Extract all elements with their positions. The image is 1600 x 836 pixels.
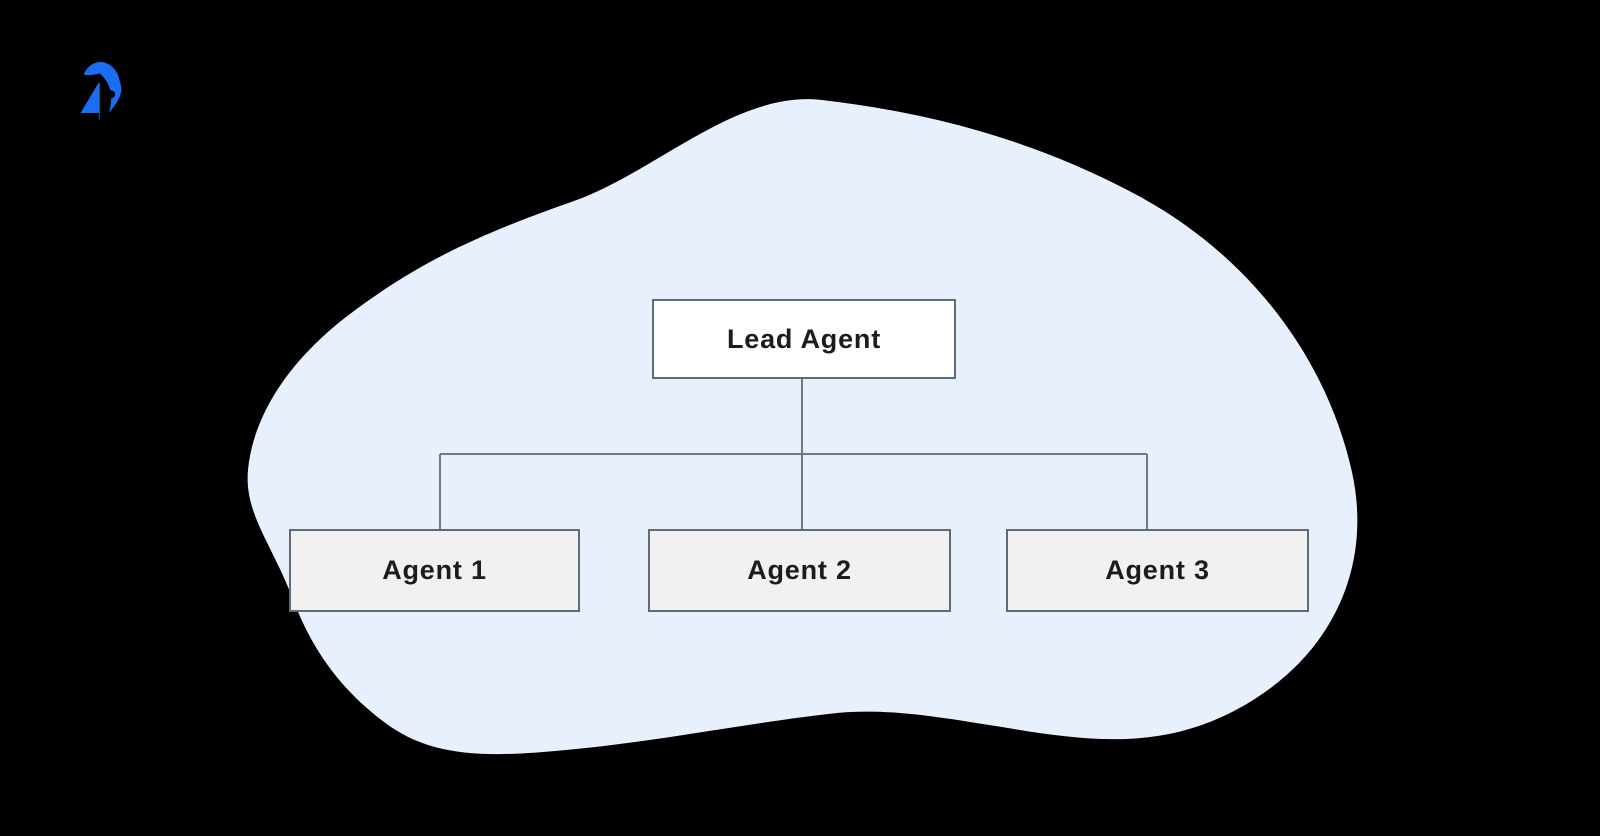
logo-bowl: [99, 72, 122, 113]
node-agent-1: Agent 1: [289, 529, 580, 612]
logo-triangle: [80, 81, 100, 113]
logo-swoosh: [83, 62, 121, 84]
node-agent-1-label: Agent 1: [382, 555, 487, 585]
node-agent-2: Agent 2: [648, 529, 951, 612]
node-lead-agent: Lead Agent: [652, 299, 956, 379]
node-lead-agent-label: Lead Agent: [726, 323, 881, 354]
brand-logo-icon: [80, 62, 122, 120]
node-agent-3-label: Agent 3: [1105, 555, 1210, 585]
node-agent-3: Agent 3: [1006, 529, 1309, 612]
node-agent-2-label: Agent 2: [747, 555, 852, 585]
logo-bowl-hole: [106, 90, 116, 99]
